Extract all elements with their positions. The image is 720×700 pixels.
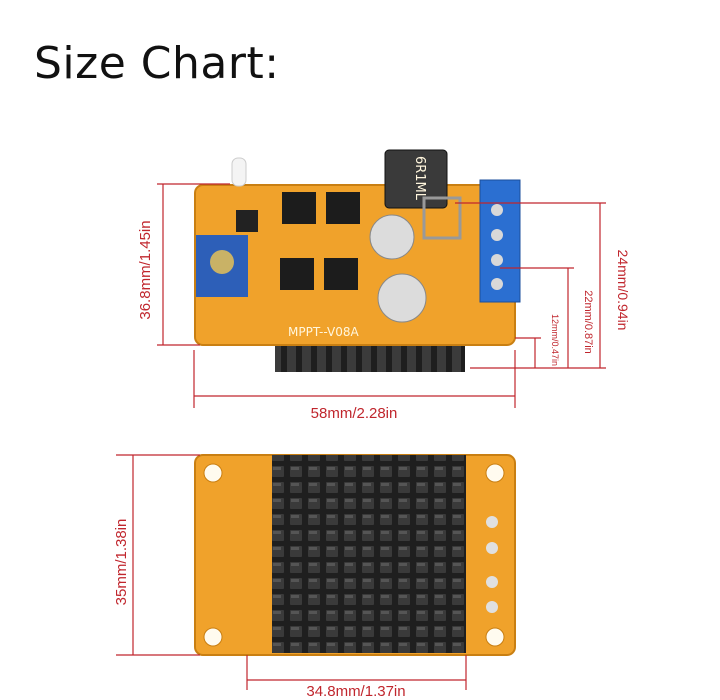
inductor: [384, 149, 448, 209]
capacitor-1: [369, 214, 415, 260]
terminal-screw-2: [491, 229, 503, 241]
top-view-board: 6R1ML MPPT--V08A: [194, 149, 521, 372]
mosfet-1: [282, 192, 316, 224]
dim-back-height-label: 35mm/1.38in: [113, 519, 130, 606]
mosfet-3: [280, 258, 314, 290]
dim-height-label: 36.8mm/1.45in: [137, 220, 154, 319]
terminal-screw-4: [491, 278, 503, 290]
mount-hole-4: [485, 627, 505, 647]
led: [231, 157, 247, 187]
back-pad-2: [486, 542, 498, 554]
potentiometer-screw: [210, 250, 234, 274]
inductor-marking: 6R1ML: [412, 156, 427, 201]
dim-width-label: 58mm/2.28in: [311, 405, 398, 422]
board-label: MPPT--V08A: [288, 325, 359, 339]
heatsink-back: [272, 455, 466, 653]
back-view-board: [194, 454, 516, 656]
back-pad-3: [486, 576, 498, 588]
dim-heatsink-width-label: 34.8mm/1.37in: [306, 683, 405, 700]
capacitor-2: [377, 273, 427, 323]
mount-hole-1: [203, 463, 223, 483]
dim-right-total-label: 24mm/0.94in: [615, 250, 631, 331]
back-pad-1: [486, 516, 498, 528]
terminal-screw-1: [491, 204, 503, 216]
dim-right-small-label: 12mm/0.47in: [550, 314, 560, 366]
top-dimensions: [157, 183, 606, 408]
back-dimensions: [116, 454, 467, 690]
mount-hole-3: [203, 627, 223, 647]
mount-hole-2: [485, 463, 505, 483]
mosfet-4: [324, 258, 358, 290]
back-pad-4: [486, 601, 498, 613]
inductor-clip: [422, 196, 462, 240]
dim-right-mid-label: 22mm/0.87in: [582, 290, 594, 354]
mosfet-2: [326, 192, 360, 224]
page-title: Size Chart:: [34, 38, 280, 89]
ic-chip: [236, 210, 258, 232]
terminal-screw-3: [491, 254, 503, 266]
